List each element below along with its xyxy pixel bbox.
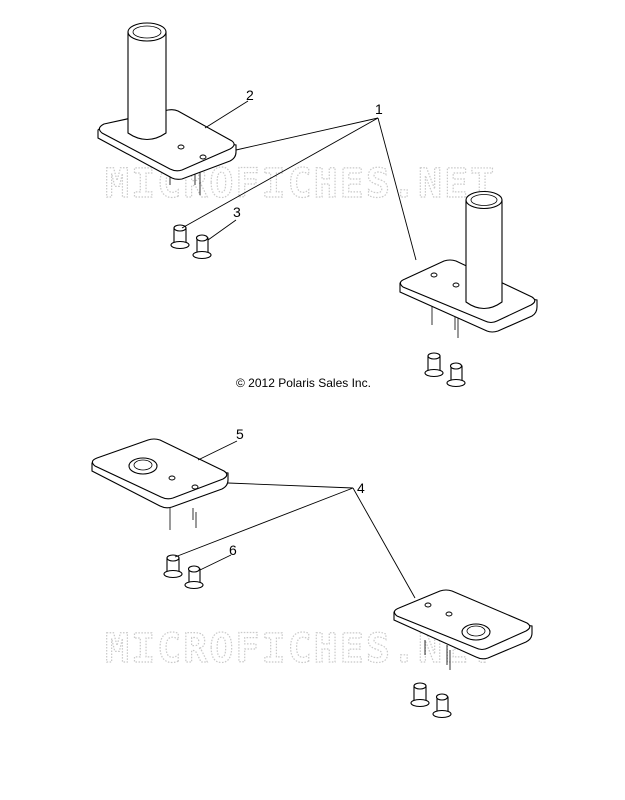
callout-4: 4 — [357, 480, 365, 496]
fasteners-lower-right — [410, 682, 452, 719]
flat-plate-right — [393, 589, 533, 670]
fasteners-upper-right — [424, 352, 466, 388]
flat-plate-left — [91, 438, 229, 530]
post-mount-left — [97, 22, 237, 195]
leaders-lower — [174, 440, 416, 599]
post-mount-right — [399, 190, 538, 338]
copyright-text: © 2012 Polaris Sales Inc. — [236, 376, 371, 390]
callout-5: 5 — [236, 426, 244, 442]
callout-3: 3 — [233, 204, 241, 220]
fasteners-lower-left — [163, 554, 204, 590]
callout-6: 6 — [229, 542, 237, 558]
callout-2: 2 — [246, 87, 254, 103]
callout-1: 1 — [375, 101, 383, 117]
leaders-upper — [181, 100, 417, 261]
fasteners-upper-left — [170, 224, 212, 260]
